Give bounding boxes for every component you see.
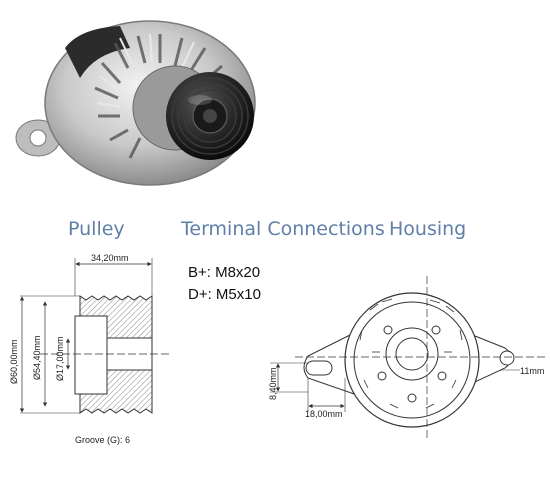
pulley-groove-label: Groove (G): 6 bbox=[75, 435, 130, 445]
terminal-d-plus: D+: M5x10 bbox=[188, 286, 261, 303]
housing-hole-label: 11mm bbox=[520, 366, 544, 376]
housing-drawing bbox=[270, 276, 545, 440]
alternator-photo bbox=[15, 20, 256, 186]
pulley-heading: Pulley bbox=[68, 218, 125, 240]
terminal-list: B+: M8x20 D+: M5x10 bbox=[188, 262, 261, 306]
terminal-b-plus: B+: M8x20 bbox=[188, 264, 261, 281]
pulley-inner-diameter-label: Ø54,40mm bbox=[32, 335, 42, 380]
housing-slot-width-label: 18,00mm bbox=[305, 409, 343, 419]
pulley-drawing bbox=[19, 258, 172, 414]
terminal-connections-heading: Terminal Connections bbox=[181, 218, 385, 240]
pulley-width-label: 34,20mm bbox=[91, 253, 129, 263]
pulley-outer-diameter-label: Ø60,00mm bbox=[9, 339, 19, 384]
pulley-bore-diameter-label: Ø17,00mm bbox=[55, 336, 65, 381]
housing-slot-height-label: 8,40mm bbox=[268, 367, 278, 400]
housing-heading: Housing bbox=[389, 218, 467, 240]
